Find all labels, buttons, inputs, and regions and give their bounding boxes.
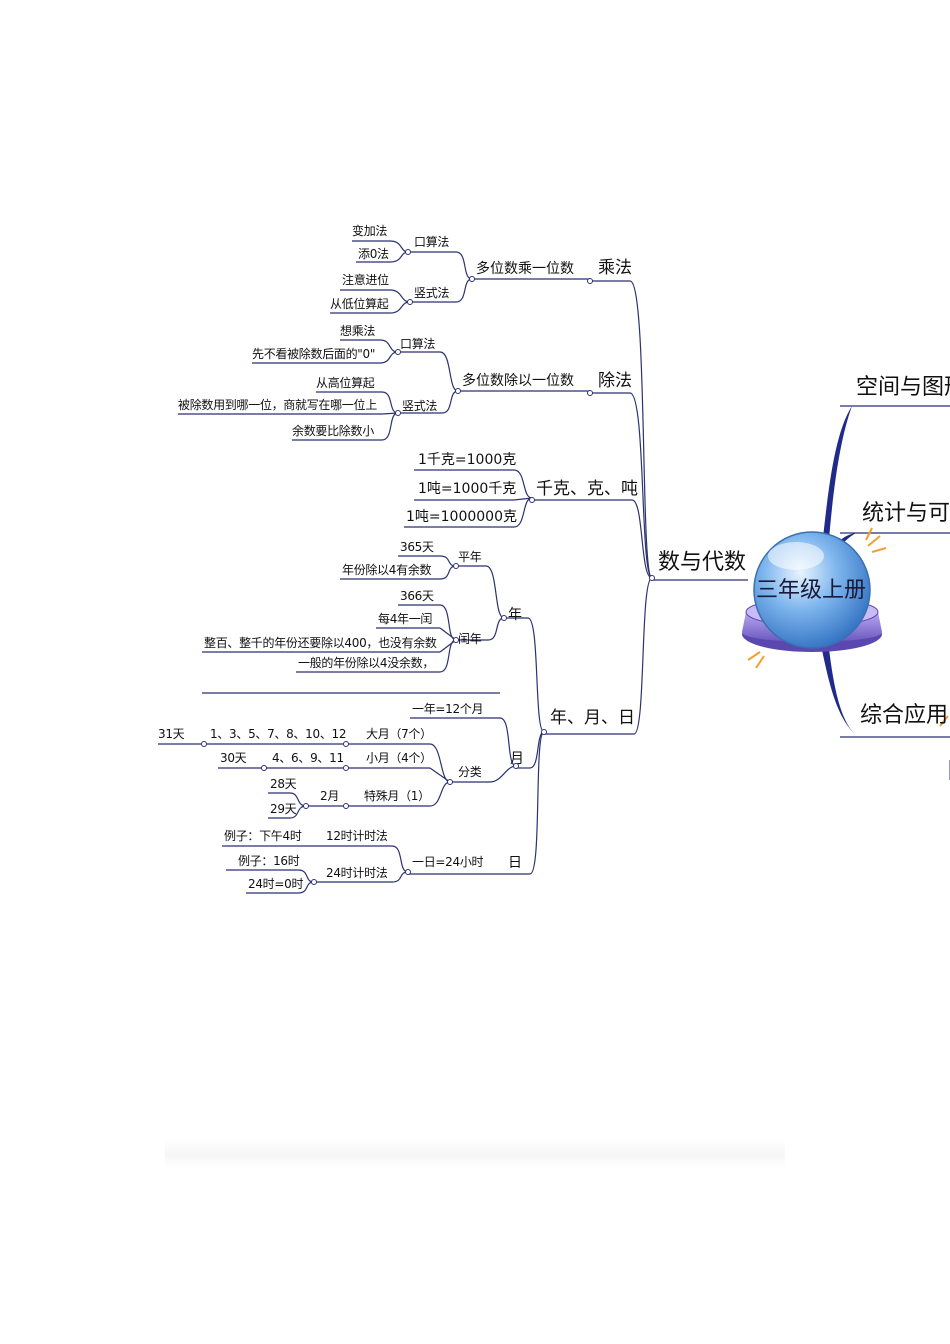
mult-label: 乘法 bbox=[598, 258, 632, 278]
big-month-label: 大月（7个） bbox=[366, 727, 432, 741]
oral-item-1: 变加法 bbox=[352, 224, 388, 238]
h12-label: 12时计时法 bbox=[326, 829, 388, 843]
div-vertical-item-2: 被除数用到哪一位，商就写在哪一位上 bbox=[178, 398, 377, 412]
big-month-list: 1、3、5、7、8、10、12 bbox=[210, 727, 347, 741]
div-oral-item-2: 先不看被除数后面的"0" bbox=[252, 347, 376, 361]
h24-example: 例子：16时 bbox=[238, 854, 300, 868]
h12-example: 例子：下午4时 bbox=[224, 829, 302, 843]
leap-year-rule-2: 整百、整千的年份还要除以400，也没有余数 bbox=[204, 636, 437, 650]
mult-oral-method: 口算法 bbox=[414, 235, 450, 249]
leap-year-rule-1: 每4年一闰 bbox=[378, 612, 433, 626]
common-year-days: 365天 bbox=[400, 540, 434, 554]
big-month-days: 31天 bbox=[158, 727, 185, 741]
crystal-ball-icon bbox=[742, 527, 949, 727]
div-vertical-item-1: 从高位算起 bbox=[316, 376, 375, 390]
small-month-days: 30天 bbox=[220, 751, 247, 765]
h24-midnight: 24时=0时 bbox=[248, 877, 304, 891]
common-year-rule: 年份除以4有余数 bbox=[342, 563, 432, 577]
mass-item-2: 1吨=1000千克 bbox=[418, 481, 517, 497]
div-oral-method: 口算法 bbox=[400, 337, 436, 351]
center-topic: 三年级上册 bbox=[756, 578, 867, 603]
month-label: 月 bbox=[510, 751, 524, 767]
branch-algebra: 数与代数 bbox=[658, 550, 747, 575]
small-month-list: 4、6、9、11 bbox=[272, 751, 344, 765]
leap-year-label: 闰年 bbox=[458, 632, 482, 646]
vertical-item-1: 注意进位 bbox=[342, 273, 389, 287]
branch-space: 空间与图形 bbox=[856, 375, 950, 400]
h24-label: 24时计时法 bbox=[326, 866, 388, 880]
time-label: 年、月、日 bbox=[550, 708, 635, 728]
classify-label: 分类 bbox=[458, 765, 482, 779]
branch-stats: 统计与可能性 bbox=[862, 501, 950, 526]
hours-per-day: 一日=24小时 bbox=[412, 855, 484, 869]
feb-days-1: 28天 bbox=[270, 777, 297, 791]
vertical-item-2: 从低位算起 bbox=[330, 297, 389, 311]
div-oral-item-1: 想乘法 bbox=[340, 324, 376, 338]
mass-item-3: 1吨=1000000克 bbox=[406, 509, 517, 525]
small-month-label: 小月（4个） bbox=[366, 751, 432, 765]
leap-year-days: 366天 bbox=[400, 589, 434, 603]
leap-year-rule-3: 一般的年份除以4没余数， bbox=[298, 656, 435, 670]
div-vertical-item-3: 余数要比除数小 bbox=[292, 424, 374, 438]
div-label: 除法 bbox=[598, 371, 632, 391]
mult-vertical-method: 竖式法 bbox=[414, 286, 450, 300]
special-month-label: 特殊月（1） bbox=[364, 789, 430, 803]
mass-item-1: 1千克=1000克 bbox=[418, 452, 517, 468]
day-label: 日 bbox=[508, 855, 522, 871]
footer-band bbox=[165, 1140, 785, 1170]
branch-applied: 综合应用 bbox=[860, 703, 949, 728]
feb-label: 2月 bbox=[320, 789, 340, 803]
common-year-label: 平年 bbox=[458, 550, 482, 564]
oral-item-2: 添0法 bbox=[358, 247, 389, 261]
mult-topic: 多位数乘一位数 bbox=[476, 261, 574, 277]
feb-days-2: 29天 bbox=[270, 802, 297, 816]
div-topic: 多位数除以一位数 bbox=[462, 373, 574, 389]
node-dots bbox=[201, 249, 655, 885]
year-label: 年 bbox=[508, 607, 522, 623]
mass-label: 千克、克、吨 bbox=[536, 479, 638, 499]
div-vertical-method: 竖式法 bbox=[402, 399, 438, 413]
sparkle-icon bbox=[747, 527, 949, 727]
months-per-year: 一年=12个月 bbox=[412, 702, 484, 716]
